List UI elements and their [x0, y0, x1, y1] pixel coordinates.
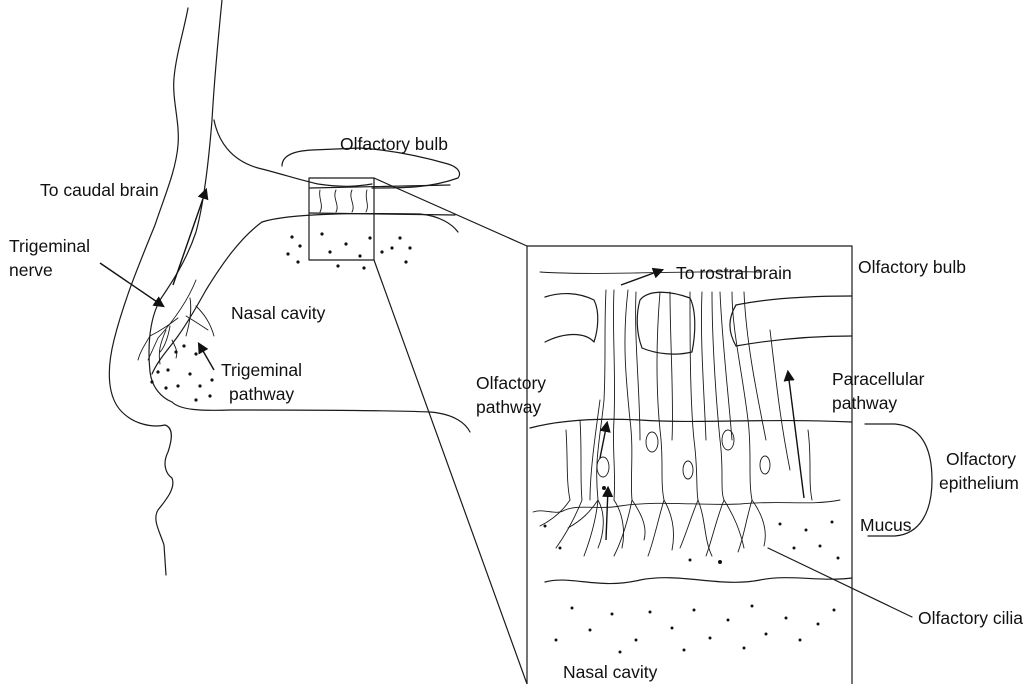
label-paracellular-pathway-line1: Paracellular	[832, 369, 925, 389]
label-trigeminal-pathway-line2: pathway	[229, 384, 294, 404]
face-profile-outline	[109, 8, 188, 575]
bulb-glomerulus-left	[545, 294, 598, 342]
trigeminal-branch-2	[150, 318, 178, 336]
nasal-cavity-front-wall	[152, 222, 262, 374]
label-trigeminal-nerve-line1: Trigeminal	[9, 236, 90, 256]
zoom-connector-bottom	[374, 260, 527, 684]
label-olfactory-cilia: Olfactory cilia	[918, 608, 1023, 628]
label-olfactory-epithelium-line2: epithelium	[939, 473, 1019, 493]
palate-line	[172, 402, 470, 432]
enlarged-panel	[527, 246, 912, 684]
arrow-to-caudal-brain	[173, 190, 206, 285]
label-olfactory-epithelium-line1: Olfactory	[946, 449, 1016, 469]
mucus-bottom-boundary	[545, 578, 852, 584]
zoom-connector-top	[374, 178, 527, 246]
label-nasal-cavity-left: Nasal cavity	[231, 303, 326, 323]
label-to-rostral-brain: To rostral brain	[676, 263, 792, 283]
head-profile	[100, 0, 470, 575]
trigeminal-branch-6	[196, 306, 214, 336]
epithelium-top-boundary	[530, 419, 852, 428]
arrow-trigeminal-nerve	[100, 263, 163, 306]
bulb-neuron-2	[335, 190, 337, 212]
bulb-neuron-1	[320, 190, 322, 212]
arrow-trigeminal-pathway	[199, 344, 214, 370]
arrow-olfactory-pathway-lower	[606, 488, 608, 540]
zoom-box	[309, 178, 374, 260]
arrow-to-rostral-brain	[621, 270, 662, 285]
odorant-particles-right	[544, 486, 840, 654]
cilia-leader-line	[768, 548, 912, 617]
arrow-paracellular-pathway	[788, 372, 804, 498]
label-paracellular-pathway-line2: pathway	[832, 393, 897, 413]
label-trigeminal-nerve-line2: nerve	[9, 260, 53, 280]
label-olfactory-pathway-line2: pathway	[476, 397, 541, 417]
trigeminal-branch-8	[138, 336, 150, 360]
nasal-bone-line	[149, 0, 222, 402]
label-to-caudal-brain: To caudal brain	[40, 180, 159, 200]
bulb-glomerulus-right-lower	[736, 336, 852, 346]
label-trigeminal-pathway-line1: Trigeminal	[221, 360, 302, 380]
bulb-neuron-3	[351, 190, 353, 212]
label-olfactory-pathway-line1: Olfactory	[476, 373, 546, 393]
label-olfactory-bulb-top: Olfactory bulb	[340, 134, 448, 154]
panel-frame	[527, 246, 852, 684]
bulb-glomerulus-center	[637, 292, 695, 354]
label-olfactory-bulb-right: Olfactory bulb	[858, 257, 966, 277]
nasal-cavity-roof	[262, 214, 458, 232]
label-mucus: Mucus	[860, 515, 912, 535]
olfactory-neurons	[566, 290, 812, 500]
bulb-glomerulus-right	[736, 296, 852, 305]
bulb-neuron-4	[366, 190, 367, 212]
label-nasal-cavity-bottom: Nasal cavity	[563, 662, 658, 682]
